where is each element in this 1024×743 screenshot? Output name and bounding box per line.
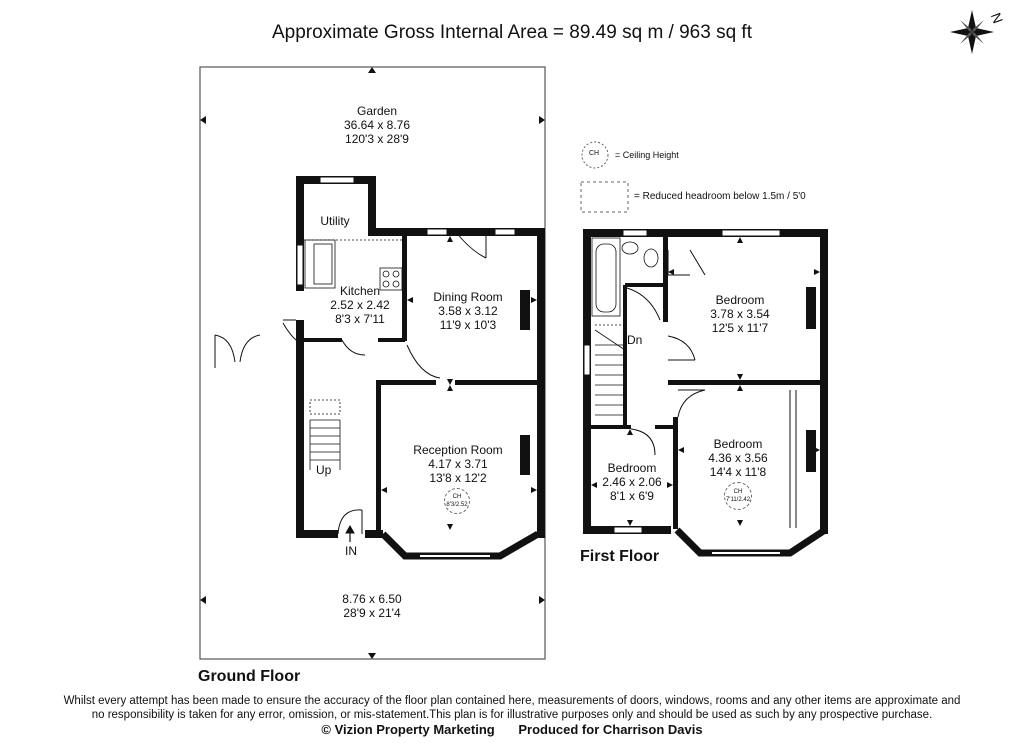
compass-icon: [950, 10, 994, 54]
bedroom2-name: Bedroom: [713, 437, 763, 451]
bedroom1-name: Bedroom: [715, 293, 765, 307]
bedroom2-metric: 4.36 x 3.56: [708, 451, 768, 465]
reception-ceiling-height: CH 8'3/2.52: [444, 488, 470, 514]
bedroom3-name: Bedroom: [607, 461, 657, 475]
room-ticks: [381, 236, 537, 530]
disclaimer-line-1: Whilst every attempt has been made to en…: [63, 695, 961, 707]
bedroom3-metric: 2.46 x 2.06: [602, 475, 662, 489]
page-title: Approximate Gross Internal Area = 89.49 …: [271, 22, 752, 43]
garden-imperial: 120'3 x 28'9: [345, 132, 409, 146]
ground-stairs: [309, 399, 341, 470]
stairs-up-label: Up: [316, 463, 332, 477]
legend-reduced-rect: [580, 181, 629, 213]
footer-credits: © Vizion Property Marketing Produced for…: [0, 722, 1024, 737]
bedroom1-imperial: 12'5 x 11'7: [711, 321, 769, 335]
ground-windows: [296, 176, 516, 286]
kitchen-metric: 2.52 x 2.42: [330, 298, 390, 312]
disclaimer-line-2: no responsibility is taken for any error…: [91, 709, 933, 721]
first-room-ticks: [591, 237, 820, 526]
front-imperial: 28'9 x 21'4: [343, 606, 401, 620]
reception-name: Reception Room: [413, 443, 503, 457]
dimension-ticks: [200, 67, 545, 659]
room-reception: Reception Room 4.17 x 3.71 13'8 x 12'2: [398, 443, 518, 485]
kitchen-name: Kitchen: [339, 284, 381, 298]
garden-name: Garden: [356, 104, 398, 118]
legend-ch-code: CH: [589, 150, 600, 157]
entry-label: IN: [345, 544, 357, 558]
room-utility: Utility: [310, 214, 360, 228]
legend-ceiling-text: = Ceiling Height: [615, 150, 679, 160]
front-metric: 8.76 x 6.50: [342, 592, 402, 606]
first-windows: [583, 229, 781, 534]
first-floor-label: First Floor: [580, 548, 660, 565]
first-stairs: [594, 324, 626, 416]
room-kitchen: Kitchen 2.52 x 2.42 8'3 x 7'11: [320, 284, 400, 326]
bedroom3-imperial: 8'1 x 6'9: [610, 489, 654, 503]
kitchen-fittings: [304, 239, 403, 291]
reception-metric: 4.17 x 3.71: [428, 457, 488, 471]
room-bedroom-1: Bedroom 3.78 x 3.54 12'5 x 11'7: [690, 293, 790, 335]
bedroom2-ceiling-height: CH 7'11/2.42: [724, 482, 752, 510]
bathroom-fittings: [591, 237, 659, 317]
dining-imperial: 11'9 x 10'3: [439, 318, 497, 332]
bedroom2-ch-value: 7'11/2.42: [725, 497, 751, 503]
legend-reduced-text: = Reduced headroom below 1.5m / 5'0: [634, 191, 806, 202]
entry-arrow: [345, 524, 355, 542]
produced-for-text: Produced for Charrison Davis: [518, 722, 703, 737]
ground-floor-label: Ground Floor: [198, 668, 301, 685]
room-bedroom-3: Bedroom 2.46 x 2.06 8'1 x 6'9: [595, 461, 669, 503]
dining-name: Dining Room: [433, 290, 503, 304]
reception-ch-code: CH: [452, 494, 462, 500]
room-dining: Dining Room 3.58 x 3.12 11'9 x 10'3: [418, 290, 518, 332]
reception-imperial: 13'8 x 12'2: [429, 471, 487, 485]
first-doors: [626, 249, 797, 528]
first-floor-bay: [674, 527, 827, 557]
dining-metric: 3.58 x 3.12: [438, 304, 498, 318]
stairs-down-label: Dn: [627, 333, 643, 347]
utility-name: Utility: [320, 214, 350, 228]
bedroom2-ch-code: CH: [733, 489, 743, 495]
reception-ch-value: 8'3/2.52: [446, 502, 468, 508]
kitchen-imperial: 8'3 x 7'11: [335, 312, 385, 326]
legend-ch-circle: [581, 141, 609, 169]
ground-floor-bay: [380, 530, 540, 560]
bedroom1-metric: 3.78 x 3.54: [710, 307, 770, 321]
room-garden: Garden 36.64 x 8.76 120'3 x 28'9: [327, 104, 427, 146]
front-garden: 8.76 x 6.50 28'9 x 21'4: [322, 592, 422, 620]
copyright-text: © Vizion Property Marketing: [321, 722, 495, 737]
garden-metric: 36.64 x 8.76: [343, 118, 411, 132]
plot-boundary: [199, 66, 546, 660]
room-bedroom-2: Bedroom 4.36 x 3.56 14'4 x 11'8: [688, 437, 788, 479]
ground-doors: [214, 231, 487, 535]
bedroom2-imperial: 14'4 x 11'8: [709, 465, 767, 479]
